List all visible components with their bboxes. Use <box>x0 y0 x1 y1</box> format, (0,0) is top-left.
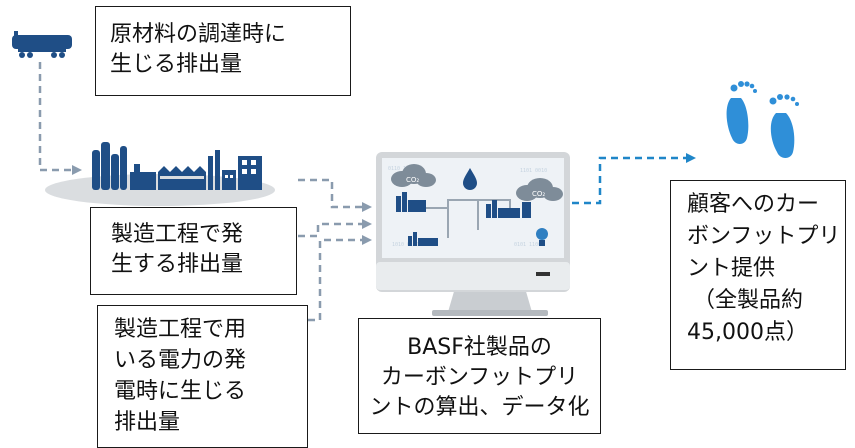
manufacturing-to-monitor-arrow <box>298 219 372 238</box>
svg-text:1101 0010: 1101 0010 <box>520 168 547 174</box>
rail-tank-car-icon <box>12 31 72 58</box>
customer-line-1: 顧客へのカー <box>687 192 820 217</box>
co2-cloud-right: CO₂ <box>516 178 563 201</box>
customer-line-2: ボンフットプリ <box>687 224 841 249</box>
water-drop-icon <box>463 168 477 190</box>
co2-label-left: CO₂ <box>406 176 419 184</box>
customer-line-5: 45,000点） <box>687 320 808 345</box>
light-bulb-icon <box>536 228 548 246</box>
basf-line-1: BASF社製品の <box>407 335 552 360</box>
customer-line-3: ント提供 <box>687 256 776 281</box>
raw-materials-line-1: 原材料の調達時に <box>110 22 287 47</box>
raw-materials-emissions-box: 原材料の調達時に 生じる排出量 <box>95 6 351 96</box>
manufacturing-line-2: 生する排出量 <box>111 252 244 277</box>
factory-to-monitor-arrow <box>298 178 372 212</box>
customer-provision-box: 顧客へのカー ボンフットプリ ント提供 （全製品約 45,000点） <box>670 180 846 370</box>
electricity-line-4: 排出量 <box>114 410 181 435</box>
raw-materials-flow-arrow <box>38 62 82 175</box>
electricity-to-monitor-arrow <box>308 235 372 322</box>
electricity-line-3: 電時に生じる <box>114 379 247 404</box>
basf-calculation-box: BASF社製品の カーボンフットプリ ントの算出、データ化 <box>358 318 601 434</box>
electricity-line-1: 製造工程で用 <box>114 317 247 342</box>
svg-text:1010 0111: 1010 0111 <box>392 242 419 248</box>
electricity-line-2: いる電力の発 <box>114 348 247 373</box>
computer-monitor-icon: 0110 1011 1101 0010 1010 0111 0101 1100 … <box>376 152 570 316</box>
svg-text:0101 1100: 0101 1100 <box>514 242 541 248</box>
co2-label-right: CO₂ <box>532 190 545 198</box>
customer-line-4: （全製品約 <box>693 288 804 313</box>
factory-icon <box>45 142 275 206</box>
co2-cloud-left: CO₂ <box>391 164 436 187</box>
basf-line-2: カーボンフットプリ <box>380 365 579 390</box>
raw-materials-line-2: 生じる排出量 <box>110 52 243 77</box>
manufacturing-emissions-box: 製造工程で発 生する排出量 <box>90 207 297 295</box>
basf-line-3: ントの算出、データ化 <box>369 395 590 420</box>
monitor-to-customer-arrow <box>572 153 696 205</box>
svg-text:0110 1011: 0110 1011 <box>388 166 415 172</box>
electricity-emissions-box: 製造工程で用 いる電力の発 電時に生じる 排出量 <box>97 305 308 448</box>
footprints-icon <box>726 81 799 158</box>
manufacturing-line-1: 製造工程で発 <box>111 222 244 247</box>
